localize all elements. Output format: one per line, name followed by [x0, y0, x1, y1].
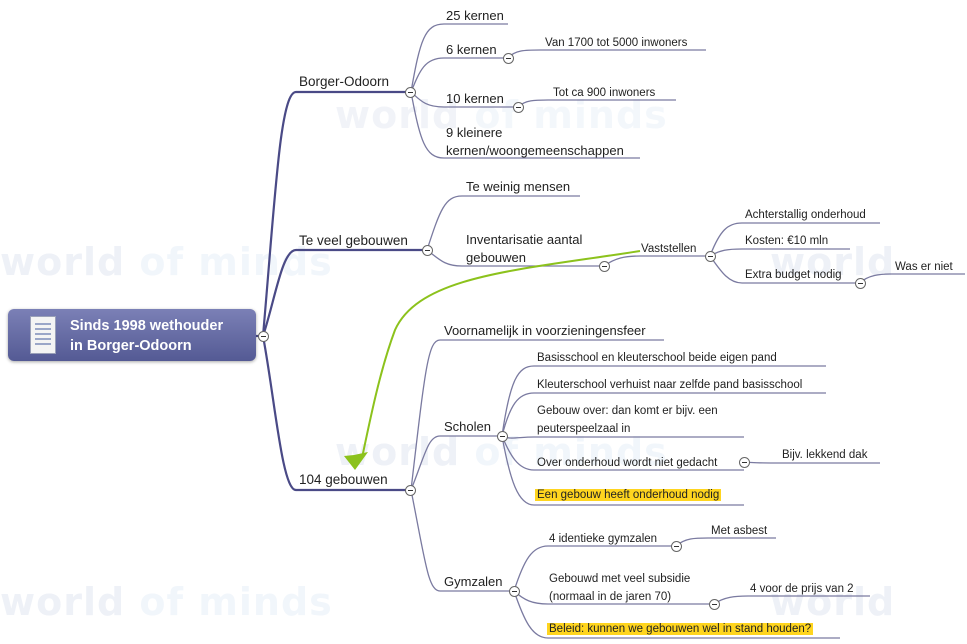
topic-vaststellen[interactable]: Vaststellen — [641, 243, 697, 255]
topic-kosten[interactable]: Kosten: €10 mln — [745, 235, 829, 247]
topic-voornamelijk[interactable]: Voornamelijk in voorzieningensfeer — [444, 323, 646, 338]
topic-school-2[interactable]: Kleuterschool verhuist naar zelfde pand … — [537, 379, 803, 391]
topic-4-voor-2[interactable]: 4 voor de prijs van 2 — [750, 583, 854, 595]
connector — [410, 91, 445, 159]
root-title: Sinds 1998 wethouder in Borger-Odoorn — [70, 318, 224, 354]
topic-tot-900[interactable]: Tot ca 900 inwoners — [553, 87, 656, 99]
collapse-toggle[interactable] — [503, 53, 514, 64]
collapse-toggle[interactable] — [705, 251, 716, 262]
topic-school-5[interactable]: Een gebouw heeft onderhoud nodig — [535, 489, 722, 501]
topic-achterstallig[interactable]: Achterstallig onderhoud — [745, 209, 866, 221]
relationship-arrow — [361, 250, 641, 459]
collapse-toggle[interactable] — [513, 102, 524, 113]
connector — [501, 392, 826, 437]
collapse-toggle[interactable] — [709, 599, 720, 610]
watermark: world — [770, 580, 896, 624]
document-icon — [30, 316, 56, 354]
topic-lekkend-dak[interactable]: Bijv. lekkend dak — [782, 449, 868, 461]
main-branch — [261, 248, 427, 337]
topic-was-er-niet[interactable]: Was er niet — [895, 261, 953, 273]
root-topic[interactable]: Sinds 1998 wethouder in Borger-Odoorn — [8, 309, 256, 361]
connector — [709, 248, 850, 257]
arrowhead — [344, 452, 368, 470]
connector — [410, 435, 441, 491]
topic-gym-1[interactable]: 4 identieke gymzalen — [549, 533, 658, 545]
topic-9-kleinere[interactable]: 9 kleinere kernen/woongemeenschappen — [446, 125, 624, 158]
watermark: world of minds — [0, 240, 333, 284]
connector — [501, 365, 826, 437]
connector — [410, 57, 445, 93]
topic-6-kernen[interactable]: 6 kernen — [446, 42, 497, 57]
main-branch — [261, 90, 411, 337]
branch-te-veel-gebouwen[interactable]: Te veel gebouwen — [299, 233, 408, 248]
branch-104-gebouwen[interactable]: 104 gebouwen — [299, 472, 388, 487]
topic-25-kernen[interactable]: 25 kernen — [446, 8, 504, 23]
branch-borger-odoorn[interactable]: Borger-Odoorn — [299, 74, 390, 89]
connector — [410, 23, 445, 93]
collapse-toggle[interactable] — [422, 245, 433, 256]
connector — [513, 545, 676, 592]
topic-gymzalen[interactable]: Gymzalen — [444, 574, 503, 589]
collapse-toggle[interactable] — [599, 261, 610, 272]
watermark: world of minds — [0, 580, 333, 624]
topic-scholen[interactable]: Scholen — [444, 419, 491, 434]
collapse-toggle[interactable] — [671, 541, 682, 552]
connector — [501, 435, 744, 506]
collapse-toggle[interactable] — [405, 87, 416, 98]
collapse-toggle[interactable] — [258, 331, 269, 342]
collapse-toggle[interactable] — [739, 457, 750, 468]
collapse-toggle[interactable] — [855, 278, 866, 289]
connector — [501, 435, 744, 471]
connector — [410, 91, 445, 108]
topic-extra-budget[interactable]: Extra budget nodig — [745, 269, 842, 281]
topic-te-weinig-mensen[interactable]: Te weinig mensen — [466, 179, 571, 194]
connector — [709, 222, 880, 257]
topic-asbest[interactable]: Met asbest — [711, 525, 768, 537]
connector — [410, 489, 441, 592]
connector — [410, 339, 441, 491]
watermark: world — [770, 240, 896, 284]
connector — [426, 195, 463, 251]
topic-gym-2[interactable]: Gebouwd met veel subsidie (normaal in de… — [549, 573, 691, 603]
collapse-toggle[interactable] — [405, 485, 416, 496]
topic-inventarisatie[interactable]: Inventarisatie aantal gebouwen — [466, 232, 583, 265]
topic-school-4[interactable]: Over onderhoud wordt niet gedacht — [537, 457, 718, 469]
collapse-toggle[interactable] — [509, 586, 520, 597]
collapse-toggle[interactable] — [497, 431, 508, 442]
topic-school-3[interactable]: Gebouw over: dan komt er bijv. een peute… — [537, 405, 718, 435]
connector — [513, 590, 840, 639]
main-branch — [261, 335, 411, 492]
topic-beleid[interactable]: Beleid: kunnen we gebouwen wel in stand … — [547, 623, 814, 635]
topic-10-kernen[interactable]: 10 kernen — [446, 91, 504, 106]
topic-school-1[interactable]: Basisschool en kleuterschool beide eigen… — [537, 352, 777, 364]
topic-van-1700[interactable]: Van 1700 tot 5000 inwoners — [545, 37, 688, 49]
